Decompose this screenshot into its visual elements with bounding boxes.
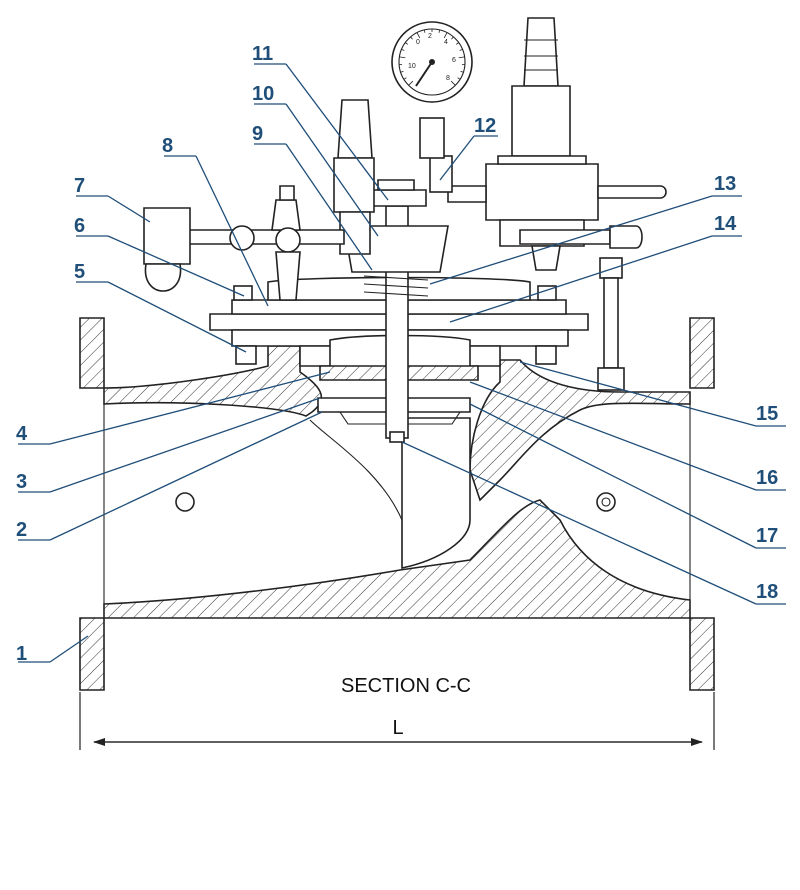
- callouts: 1 2 3 4 5 6 7 8 9 10 11 12 13 14 15 16: [16, 43, 786, 665]
- pilot-adjust-cap: [523, 17, 559, 87]
- callout-6: 6: [74, 215, 85, 237]
- port-left: [175, 492, 195, 512]
- gauge-tick: [438, 29, 441, 33]
- left-flange: [79, 317, 105, 389]
- gauge-tick: [459, 49, 463, 51]
- gauge-tick: [450, 80, 456, 86]
- pressure-gauge: 0 2 4 6 8 10: [391, 21, 473, 103]
- gauge-num-4: 8: [446, 75, 450, 82]
- callout-16: 16: [756, 467, 778, 489]
- valve-body: [79, 317, 715, 691]
- gauge-tick: [403, 77, 407, 80]
- pilot-spring-housing: [511, 85, 571, 157]
- gauge-tick: [458, 56, 465, 59]
- gauge-tick: [416, 32, 421, 39]
- callout-5: 5: [74, 261, 85, 283]
- needle-valve: [609, 225, 643, 249]
- callout-3: 3: [16, 471, 27, 493]
- callout-15: 15: [756, 403, 778, 425]
- gauge-tick: [457, 77, 461, 80]
- callout-13: 13: [714, 173, 736, 195]
- filter-cock: [143, 207, 191, 265]
- callout-1: 1: [16, 643, 27, 665]
- callout-9: 9: [252, 123, 263, 145]
- callout-7: 7: [74, 175, 85, 197]
- callout-18: 18: [756, 581, 778, 603]
- callout-10: 10: [252, 83, 274, 105]
- callout-2: 2: [16, 519, 27, 541]
- gauge-tick: [451, 36, 454, 40]
- callout-14: 14: [714, 213, 737, 235]
- gauge-tick: [460, 70, 464, 73]
- callout-4: 4: [16, 423, 28, 445]
- left-piping: [143, 99, 375, 301]
- gauge-num-5: 10: [408, 63, 416, 70]
- dimension-label: L: [392, 717, 403, 739]
- right-flange: [689, 317, 715, 389]
- seat-web: [401, 417, 471, 569]
- port-right: [596, 492, 616, 512]
- bolt-left-bottom: [235, 345, 257, 365]
- bonnet: [209, 179, 589, 443]
- air-release-top: [337, 99, 373, 159]
- gauge-tick: [408, 80, 414, 86]
- callout-12: 12: [474, 115, 496, 137]
- gauge-tick: [399, 56, 406, 59]
- bolt-right-bottom: [535, 345, 557, 365]
- pilot-tube: [177, 229, 345, 245]
- pilot-handle: [597, 185, 667, 199]
- left-flange-bottom: [79, 617, 105, 691]
- gauge-fitting: [419, 117, 445, 159]
- gauge-num-3: 6: [452, 57, 456, 64]
- gauge-tick: [456, 42, 459, 45]
- gauge-num-2: 4: [444, 39, 448, 46]
- callout-17: 17: [756, 525, 778, 547]
- gauge-tick: [410, 36, 413, 40]
- gauge-tick: [423, 29, 426, 33]
- pilot-assembly: [419, 17, 667, 391]
- pilot-body: [485, 163, 599, 221]
- section-title: SECTION C-C: [341, 675, 471, 697]
- gauge-tick: [405, 42, 408, 45]
- right-flange-bottom: [689, 617, 715, 691]
- dimension-l: L: [79, 692, 715, 750]
- ball-valve: [229, 225, 255, 251]
- callout-11: 11: [252, 43, 273, 65]
- gauge-tick: [401, 49, 405, 51]
- lower-body-wall: [103, 499, 691, 619]
- gauge-tick: [400, 70, 404, 73]
- gauge-tick: [443, 32, 448, 39]
- bolt-left-top: [233, 285, 253, 301]
- gauge-num-1: 2: [428, 33, 432, 40]
- upper-body-wall: [103, 345, 323, 417]
- callout-8: 8: [162, 135, 173, 157]
- upper-body-wall-right: [469, 359, 691, 502]
- gauge-num-0: 0: [416, 39, 420, 46]
